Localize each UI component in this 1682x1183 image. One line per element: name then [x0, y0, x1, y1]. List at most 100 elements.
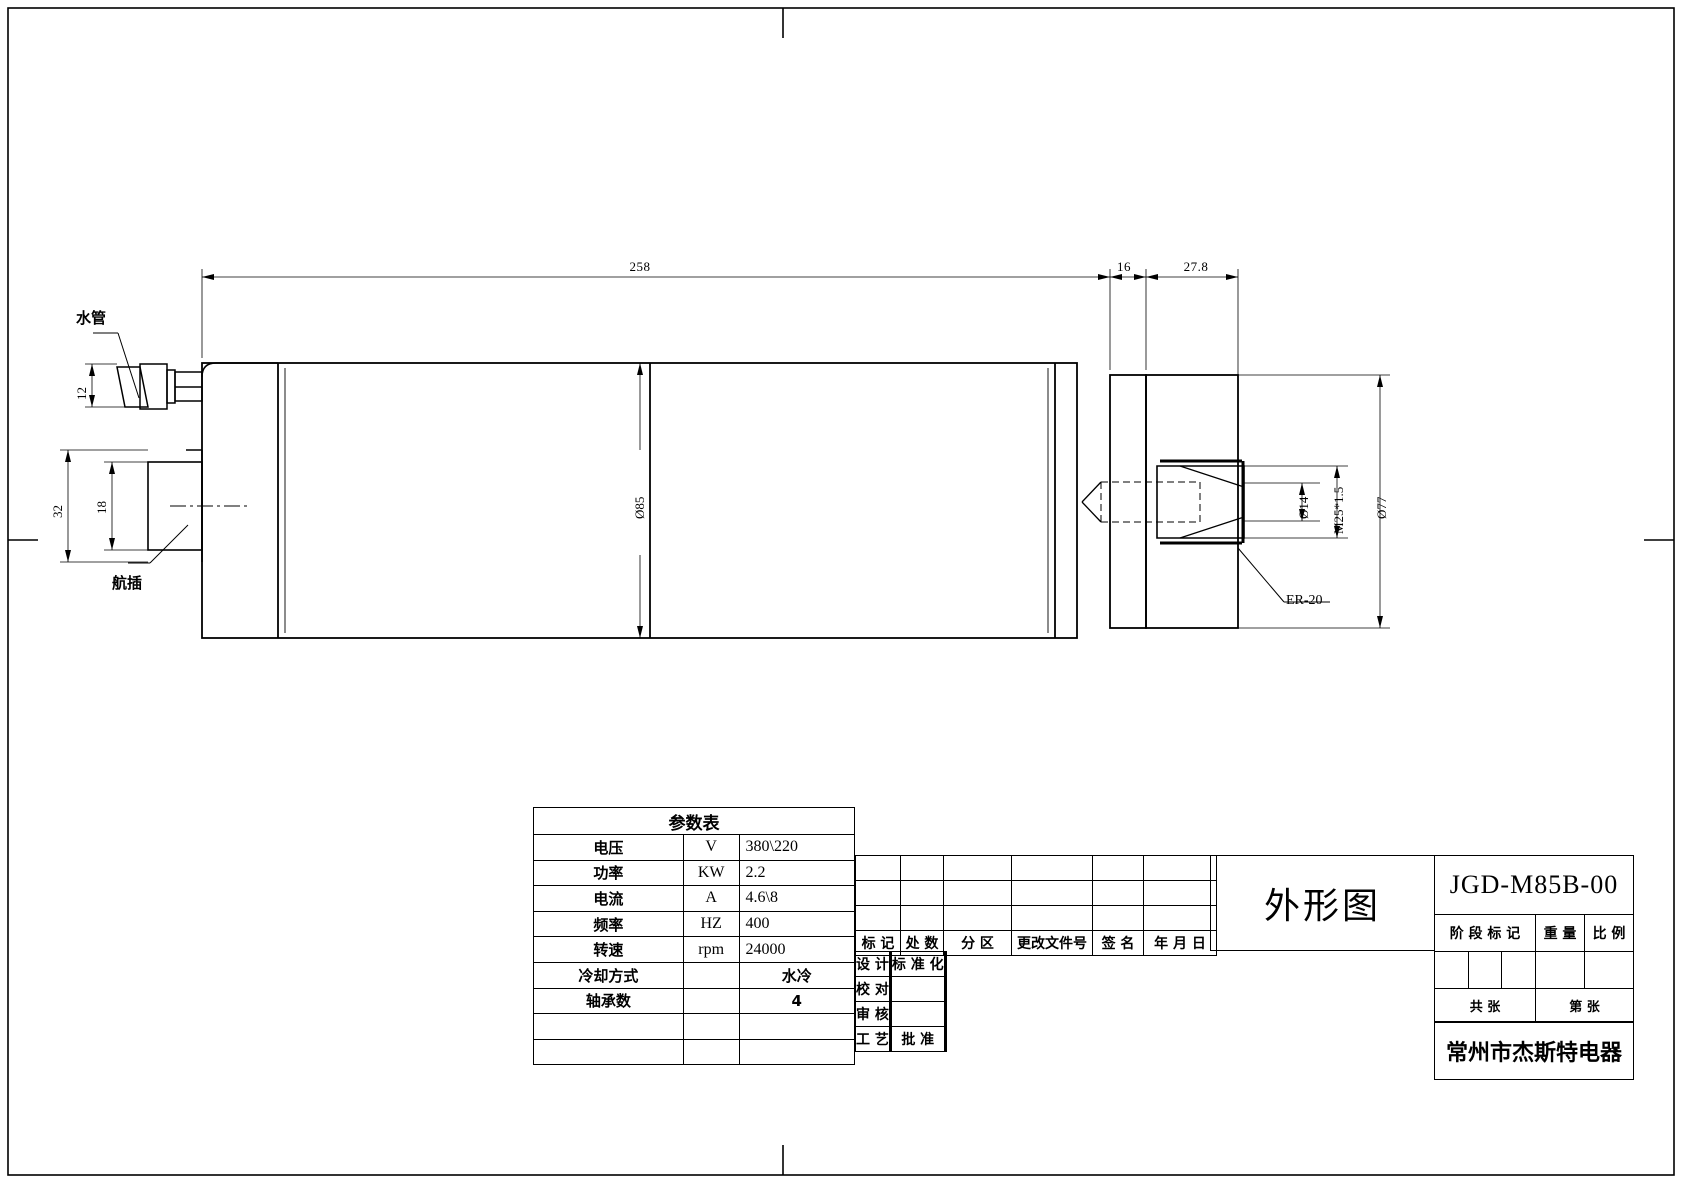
signature-mid-role: 批 准: [890, 1026, 945, 1052]
param-unit: [682, 987, 740, 1015]
param-unit: [682, 961, 740, 989]
param-unit: HZ: [682, 910, 740, 938]
signature-mid-role: [890, 976, 945, 1002]
param-name: 电压: [533, 834, 684, 861]
param-name: 电流: [533, 885, 684, 912]
revision-header-cell: 更改文件号: [1011, 930, 1093, 956]
stage-value-cell: [1584, 951, 1634, 989]
signature-mid-date: [944, 976, 947, 1002]
stage-value-cell: [1434, 951, 1469, 989]
company-name: 常州市杰斯特电器: [1445, 1041, 1622, 1066]
signature-table: 设 计标 准 化校 对审 核工 艺批 准: [855, 951, 947, 1052]
param-value: 4: [738, 987, 856, 1015]
param-value: 380\220: [738, 834, 856, 861]
stage-value-row: [1434, 951, 1634, 989]
callout-collet: ER-20: [1286, 593, 1323, 608]
company-cell: 常州市杰斯特电器: [1434, 1022, 1634, 1080]
revision-row: [855, 880, 1217, 906]
revision-cell: [1143, 905, 1217, 931]
param-unit: [682, 1038, 740, 1066]
revision-cell: [900, 880, 944, 906]
dim-flange-thickness: 16: [1117, 259, 1131, 274]
sheet-row: 共 张第 张: [1434, 988, 1634, 1022]
revision-cell: [855, 855, 901, 881]
param-value: 2.2: [738, 859, 856, 887]
param-unit: A: [682, 885, 740, 912]
signature-row: 工 艺批 准: [855, 1026, 947, 1052]
revision-cell: [855, 880, 901, 906]
param-name: 轴承数: [533, 987, 684, 1015]
revision-cell: [900, 855, 944, 881]
signature-row: 审 核: [855, 1001, 947, 1027]
param-unit: KW: [682, 859, 740, 887]
stage-value-cell: [1535, 951, 1585, 989]
signature-role: 审 核: [855, 1001, 890, 1027]
revision-cell: [1011, 855, 1093, 881]
signature-role: 工 艺: [855, 1026, 890, 1052]
scale-header-cell: 比 例: [1584, 914, 1634, 952]
dim-overall-length: 258: [629, 259, 651, 274]
param-table-title: 参数表: [533, 807, 855, 835]
weight-header-cell: 重 量: [1535, 914, 1585, 952]
stage-weight-scale: 阶 段 标 记重 量比 例共 张第 张: [1434, 914, 1634, 1022]
callout-aviation-connector: 航插: [112, 574, 143, 592]
param-value: 4.6\8: [738, 885, 856, 912]
revision-cell: [943, 855, 1012, 881]
revision-cell: [943, 880, 1012, 906]
stage-header-row: 阶 段 标 记重 量比 例: [1434, 914, 1634, 952]
part-number: JGD-M85B-00: [1449, 870, 1619, 899]
revision-cell: [1011, 880, 1093, 906]
signature-role: 设 计: [855, 951, 890, 977]
part-number-cell: JGD-M85B-00: [1434, 855, 1634, 915]
revision-cell: [900, 905, 944, 931]
revision-table: 标 记处 数分 区更改文件号签 名年 月 日: [855, 855, 1217, 956]
dim-shaft-diameter: Ø14: [1296, 496, 1311, 519]
param-row: 轴承数 4: [533, 987, 856, 1015]
revision-cell: [1092, 880, 1144, 906]
signature-mid-date: [944, 1001, 947, 1027]
param-name: 冷却方式: [533, 961, 684, 989]
param-name: [533, 1013, 684, 1040]
param-table-header-row: 参数表: [533, 807, 855, 835]
title-block: 标 记处 数分 区更改文件号签 名年 月 日 设 计标 准 化校 对审 核工 艺…: [855, 855, 1634, 1080]
param-name: [533, 1038, 684, 1066]
param-value: [738, 1013, 856, 1040]
revision-cell: [1092, 905, 1144, 931]
stage-table: 阶 段 标 记重 量比 例共 张第 张: [1434, 914, 1634, 1022]
dim-thread: M25*1.5: [1331, 486, 1346, 534]
revision-header-cell: 年 月 日: [1143, 930, 1217, 956]
revision-header-cell: 签 名: [1092, 930, 1144, 956]
revision-cell: [1143, 880, 1217, 906]
revision-cell: [1092, 855, 1144, 881]
dim-nose-length: 27.8: [1183, 259, 1209, 274]
signature-date: [889, 1026, 892, 1052]
drawing-title-cell: 外形图: [1210, 855, 1435, 951]
revision-cell: [1011, 905, 1093, 931]
sheet-number-cell: 第 张: [1535, 988, 1634, 1022]
param-unit: rpm: [682, 936, 740, 963]
dim-connector-block-height: 32: [50, 505, 65, 518]
revision-header-row: 标 记处 数分 区更改文件号签 名年 月 日: [855, 930, 1217, 956]
param-unit: [682, 1013, 740, 1040]
dim-connector-height: 18: [94, 501, 109, 514]
param-value: [738, 1038, 856, 1066]
dim-front-flange-dia: Ø77: [1374, 496, 1389, 519]
revision-row: [855, 905, 1217, 931]
dim-body-diameter: Ø85: [632, 496, 647, 519]
revision-header-cell: 分 区: [943, 930, 1012, 956]
param-row: [533, 1038, 856, 1066]
signature-mid-date: [944, 951, 947, 977]
param-row: 冷却方式水冷: [533, 961, 856, 989]
param-name: 频率: [533, 910, 684, 938]
signature-row: 设 计标 准 化: [855, 951, 947, 977]
drawing-title: 外形图: [1263, 886, 1381, 927]
signature-mid-date: [944, 1026, 947, 1052]
param-name: 转速: [533, 936, 684, 963]
dim-water-pipe-height: 12: [74, 387, 89, 400]
